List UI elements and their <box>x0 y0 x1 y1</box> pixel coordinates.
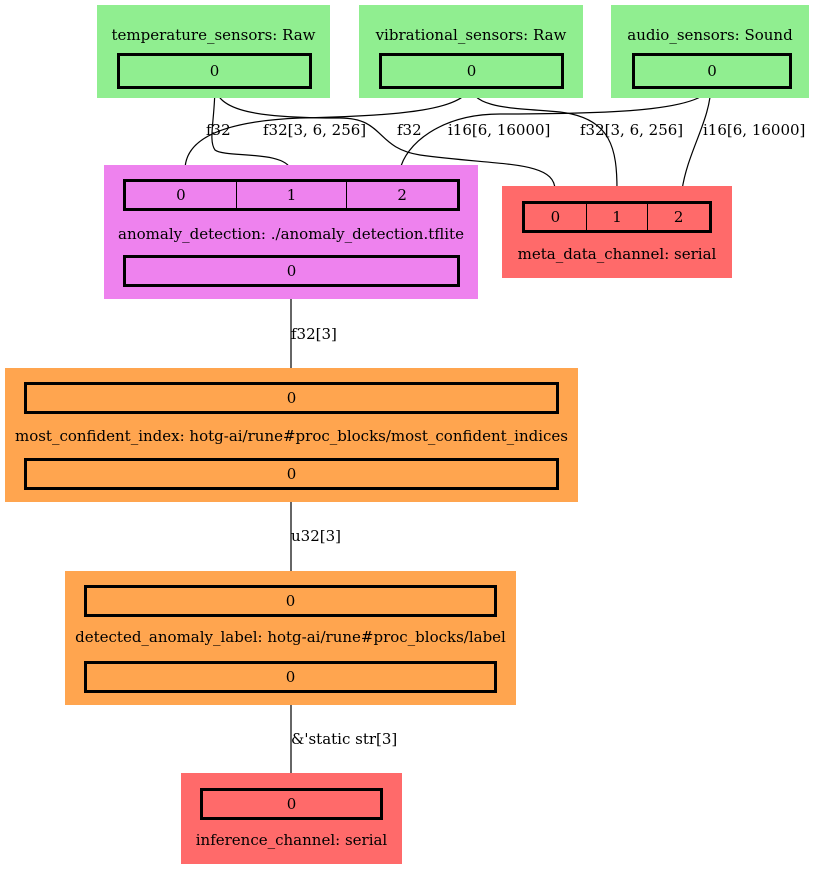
output-ports: 0 <box>632 53 792 89</box>
node-meta-data-channel[interactable]: 0 1 2 meta_data_channel: serial <box>502 186 732 278</box>
output-port-0[interactable]: 0 <box>209 62 220 80</box>
edge-temperature-to-meta-0 <box>214 83 556 191</box>
node-title: inference_channel: serial <box>195 831 388 849</box>
edge-label: f32[3, 6, 256] <box>580 121 684 139</box>
output-port-0[interactable]: 0 <box>286 262 297 280</box>
edge-label: f32 <box>397 121 422 139</box>
input-port-0[interactable]: 0 <box>285 592 296 610</box>
edge-audio-to-anomaly-2 <box>399 83 712 171</box>
input-ports: 0 <box>84 585 497 617</box>
edge-label: u32[3] <box>291 527 341 545</box>
input-port-0[interactable]: 0 <box>286 389 297 407</box>
node-most-confident-index[interactable]: 0 most_confident_index: hotg-ai/rune#pro… <box>5 368 578 502</box>
edge-temperature-to-anomaly-1 <box>211 83 292 171</box>
node-title: meta_data_channel: serial <box>517 245 717 263</box>
output-ports: 0 <box>117 53 312 89</box>
edge-vibrational-to-anomaly-0 <box>184 83 471 171</box>
edge-label: f32 <box>206 121 231 139</box>
output-port-0[interactable]: 0 <box>466 62 477 80</box>
edge-vibrational-to-meta-1 <box>469 83 618 191</box>
input-ports: 0 <box>24 382 559 414</box>
node-title: temperature_sensors: Raw <box>111 26 316 44</box>
input-ports: 0 1 2 <box>123 179 460 211</box>
node-anomaly-detection[interactable]: 0 1 2 anomaly_detection: ./anomaly_detec… <box>104 165 478 299</box>
input-port-0[interactable]: 0 <box>286 795 297 813</box>
input-ports: 0 <box>200 788 383 820</box>
input-port-2[interactable]: 2 <box>346 182 457 208</box>
edge-label: i16[6, 16000] <box>448 121 551 139</box>
input-port-1[interactable]: 1 <box>235 182 347 208</box>
node-audio-sensors[interactable]: audio_sensors: Sound 0 <box>611 5 809 98</box>
input-port-0[interactable]: 0 <box>550 208 561 226</box>
node-title: anomaly_detection: ./anomaly_detection.t… <box>118 225 464 243</box>
edge-label: f32[3] <box>291 325 337 343</box>
input-port-0[interactable]: 0 <box>176 186 186 204</box>
output-port-0[interactable]: 0 <box>285 668 296 686</box>
input-port-2[interactable]: 2 <box>647 204 709 230</box>
node-vibrational-sensors[interactable]: vibrational_sensors: Raw 0 <box>359 5 583 98</box>
node-detected-anomaly-label[interactable]: 0 detected_anomaly_label: hotg-ai/rune#p… <box>65 571 516 705</box>
node-title: vibrational_sensors: Raw <box>375 26 567 44</box>
input-ports: 0 1 2 <box>522 201 712 233</box>
edge-label: f32[3, 6, 256] <box>263 121 367 139</box>
node-title: audio_sensors: Sound <box>627 26 793 44</box>
output-ports: 0 <box>379 53 564 89</box>
edge-label: &'static str[3] <box>291 730 398 748</box>
node-temperature-sensors[interactable]: temperature_sensors: Raw 0 <box>97 5 330 98</box>
output-ports: 0 <box>84 661 497 693</box>
output-port-0[interactable]: 0 <box>286 465 297 483</box>
edge-label: i16[6, 16000] <box>703 121 806 139</box>
node-inference-channel[interactable]: 0 inference_channel: serial <box>181 773 402 864</box>
input-port-1[interactable]: 1 <box>585 204 648 230</box>
output-ports: 0 <box>123 255 460 287</box>
output-port-0[interactable]: 0 <box>707 62 717 80</box>
output-ports: 0 <box>24 458 559 490</box>
node-title: most_confident_index: hotg-ai/rune#proc_… <box>14 427 569 445</box>
node-title: detected_anomaly_label: hotg-ai/rune#pro… <box>75 628 506 646</box>
